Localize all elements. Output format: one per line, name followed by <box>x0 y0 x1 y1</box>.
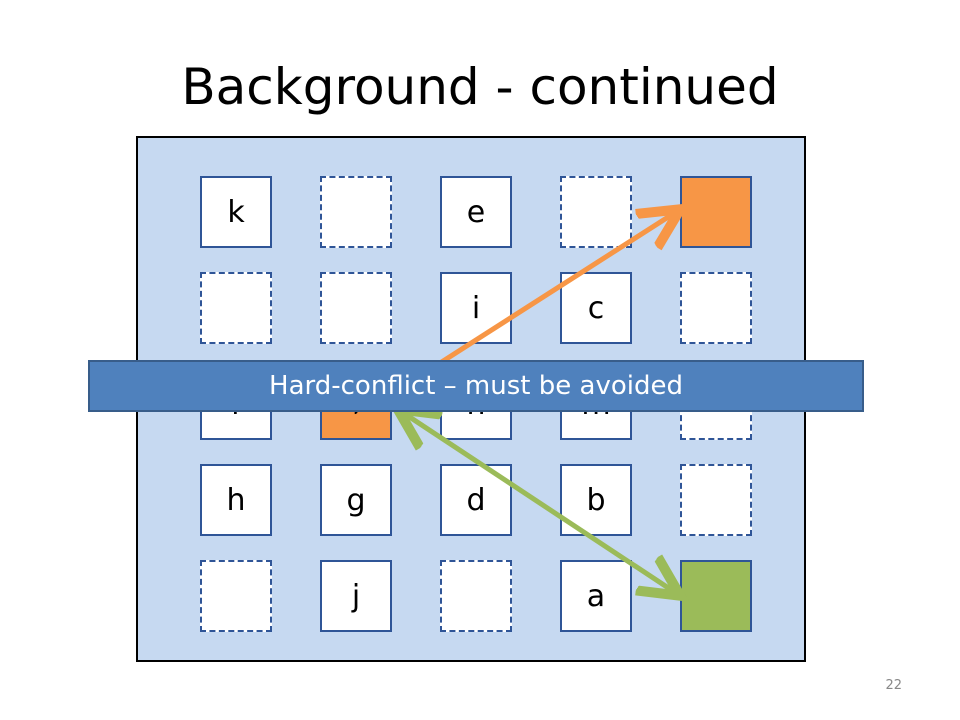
grid-cell-r2-c4: c <box>560 272 632 344</box>
grid-cell-r1-c5 <box>680 176 752 248</box>
grid-cell-r4-c4: b <box>560 464 632 536</box>
grid-cell-r2-c3: i <box>440 272 512 344</box>
grid-cell-r2-c1 <box>200 272 272 344</box>
slide-title: Background - continued <box>181 58 779 116</box>
grid-cell-r1-c4 <box>560 176 632 248</box>
grid-cell-r5-c2: j <box>320 560 392 632</box>
grid-cell-r5-c1 <box>200 560 272 632</box>
grid-cell-r4-c5 <box>680 464 752 536</box>
grid-cell-r4-c2: g <box>320 464 392 536</box>
conflict-banner: Hard-conflict – must be avoided <box>88 360 864 412</box>
grid-cell-r1-c3: e <box>440 176 512 248</box>
grid-cell-r2-c5 <box>680 272 752 344</box>
grid-cell-r1-c1: k <box>200 176 272 248</box>
grid-cell-r5-c3 <box>440 560 512 632</box>
grid-cell-r4-c3: d <box>440 464 512 536</box>
grid-cell-r4-c1: h <box>200 464 272 536</box>
grid-cell-r5-c5 <box>680 560 752 632</box>
grid-cell-r5-c4: a <box>560 560 632 632</box>
page-number: 22 <box>885 678 902 693</box>
grid-cell-r1-c2 <box>320 176 392 248</box>
grid-cell-r2-c2 <box>320 272 392 344</box>
